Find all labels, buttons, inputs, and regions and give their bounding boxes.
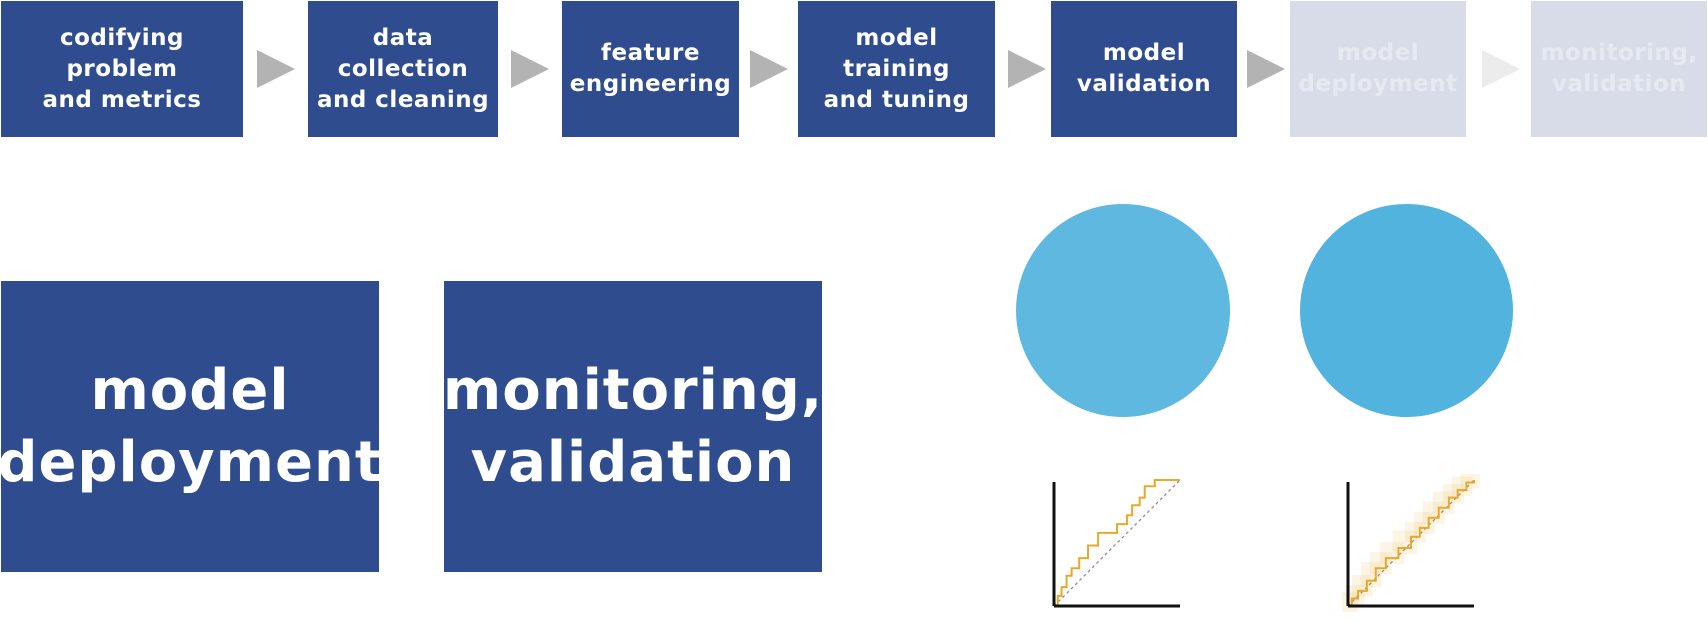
step-model-training: model training and tuning xyxy=(798,1,995,137)
deployment-box: model deployment xyxy=(0,281,382,572)
arrow-2-icon xyxy=(511,50,549,88)
step-data-collection: data collection and cleaning xyxy=(308,1,498,137)
arrow-3-icon xyxy=(750,50,788,88)
step-monitoring-validation: monitoring, validation xyxy=(1531,1,1707,137)
step-curve xyxy=(1054,479,1180,607)
arrow-5-icon xyxy=(1247,50,1285,88)
right-circle xyxy=(1300,204,1513,417)
step-model-validation: model validation xyxy=(1051,1,1237,137)
uncertainty-band xyxy=(1460,474,1480,489)
left-circle xyxy=(1016,204,1230,417)
step-model-deployment: model deployment xyxy=(1290,1,1466,137)
left-plot xyxy=(1052,479,1181,608)
step-feature-engineering: feature engineering xyxy=(562,1,739,137)
step-codifying-problem: codifying problem and metrics xyxy=(1,1,243,137)
right-plot xyxy=(1342,474,1480,612)
diagonal-reference xyxy=(1053,479,1181,607)
monitoring-box: monitoring, validation xyxy=(443,281,822,572)
arrow-6-icon xyxy=(1482,50,1520,88)
arrow-1-icon xyxy=(257,50,295,88)
arrow-4-icon xyxy=(1008,50,1046,88)
uncertainty-band xyxy=(1345,584,1365,605)
step-curve xyxy=(1348,480,1475,607)
